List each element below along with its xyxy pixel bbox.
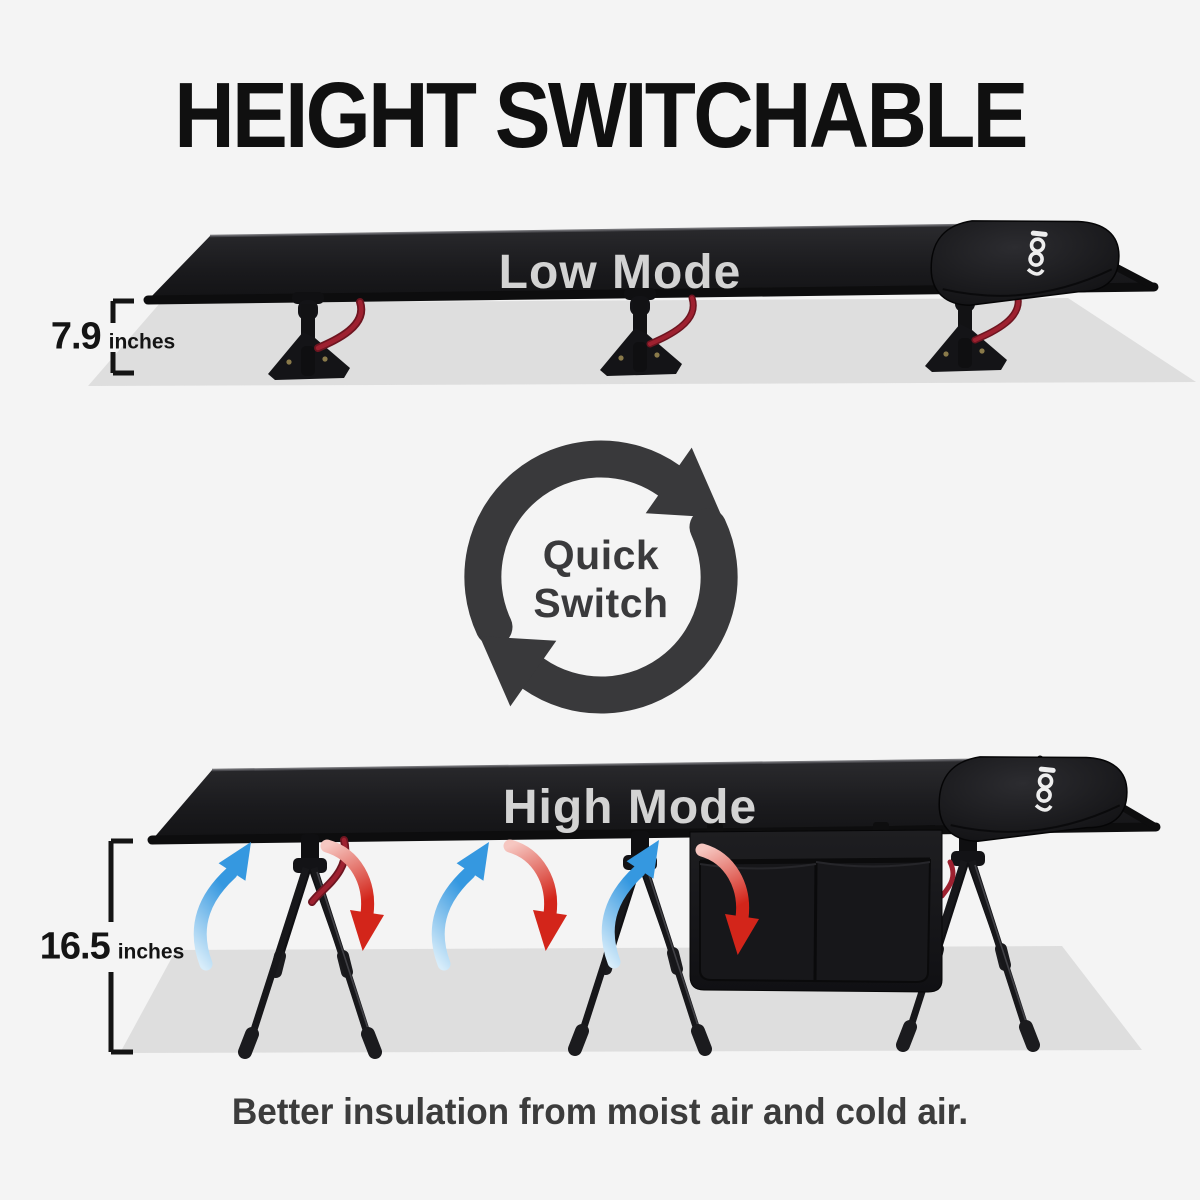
low-height-bracket [110,298,134,376]
cycle-arrows-icon [464,440,738,714]
red-down-arrow [510,846,567,951]
low-cot-deck [148,224,1154,300]
quick-switch-line2: Switch [533,580,669,627]
low-bungee-cords [314,290,1022,352]
high-height-value: 16.5 [39,925,111,968]
low-height-measurement: 7.9 inches [51,316,175,359]
low-height-unit: inches [108,330,176,354]
low-cot-pillow [926,209,1124,310]
high-height-unit: inches [117,940,185,964]
high-mode-scene [108,745,1161,1055]
low-mode-label: Low Mode [498,246,742,299]
high-height-bracket [108,838,133,1055]
high-mode-label: High Mode [502,781,758,834]
blue-up-arrow [438,842,489,964]
quick-switch-line1: Quick [542,532,660,578]
high-cot [147,745,1161,1052]
quick-switch-label: Quick Switch [533,531,668,628]
blue-up-arrow [200,842,251,964]
high-height-measurement: 16.5 inches [40,926,185,969]
main-title: HEIGHT SWITCHABLE [174,63,1028,167]
low-height-value: 7.9 [50,315,102,358]
low-mode-scene [88,209,1196,386]
high-cot-deck [152,759,1156,840]
bottom-caption: Better insulation from moist air and col… [231,1091,969,1132]
high-cot-side-pocket [689,822,943,993]
low-cot [143,209,1159,380]
